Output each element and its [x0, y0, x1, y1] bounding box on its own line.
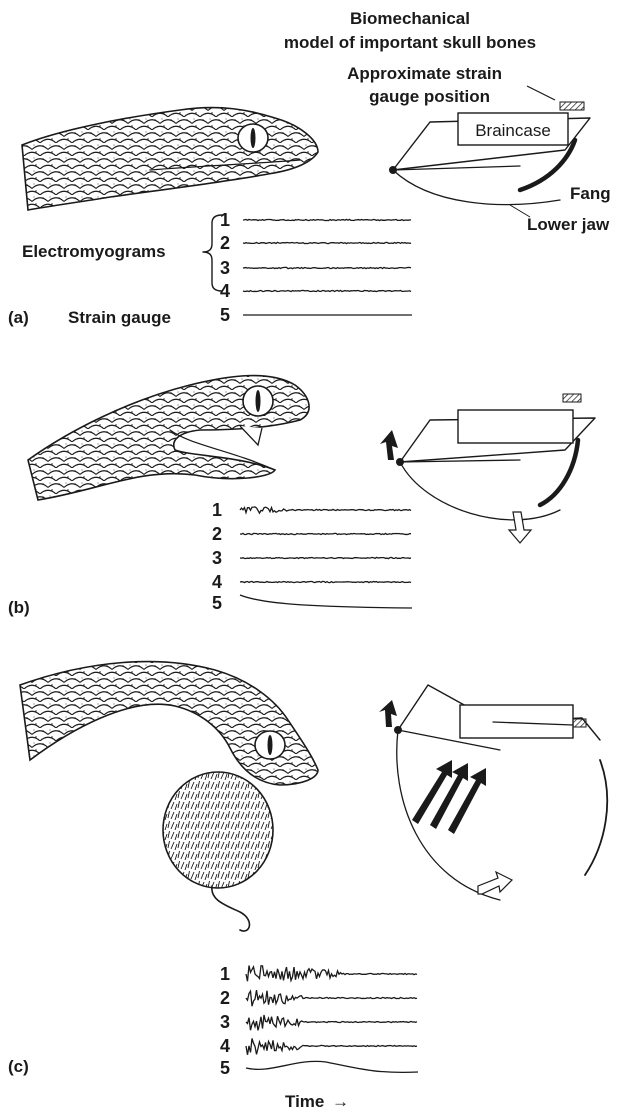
trace-number-4: 4 [212, 572, 222, 592]
gauge-leader-line [527, 86, 555, 100]
snake-head-b [28, 376, 309, 500]
skull-model-a: Braincase [389, 113, 590, 205]
lower-jaw-a [393, 170, 560, 205]
time-label: Time [285, 1092, 324, 1111]
trace-number-1: 1 [220, 964, 230, 984]
gauge-label-line2: gauge position [369, 87, 490, 106]
trace-number-1: 1 [220, 210, 230, 230]
trace-line-1 [246, 966, 417, 982]
lower-jaw-label: Lower jaw [527, 215, 610, 234]
model-title-line2: model of important skull bones [284, 33, 536, 52]
joint-a [389, 166, 397, 174]
trace-number-2: 2 [212, 524, 222, 544]
electromyograms-label: Electromyograms [22, 242, 166, 261]
muscle-arrow-c1 [379, 700, 397, 727]
muscle-arrow-c2 [412, 760, 452, 824]
gauge-label-line1: Approximate strain [347, 64, 502, 83]
panel-b: (b) 1 2 3 45 [8, 376, 595, 617]
snake-head-c [20, 662, 318, 785]
braincase-label: Braincase [475, 121, 551, 140]
trace-number-3: 3 [220, 1012, 230, 1032]
strain-gauge-b [563, 394, 581, 402]
snake-head-a [22, 108, 318, 210]
trace-line-3 [240, 557, 411, 558]
trace-line-5 [240, 595, 412, 608]
traces-c: 1 2 3 45 [220, 964, 418, 1078]
trace-line-3 [246, 1015, 417, 1030]
traces-b: 1 2 3 45 [212, 500, 412, 613]
jaw-close-arrow-c [478, 872, 512, 894]
fang-label: Fang [570, 184, 611, 203]
lower-jaw-c [397, 730, 500, 900]
panel-c: (c) 1 2 3 45 Time → [8, 662, 607, 1111]
trace-line-5 [246, 1061, 418, 1072]
trace-line-4 [243, 290, 411, 291]
trace-number-5: 5 [212, 593, 222, 613]
trace-number-3: 3 [212, 548, 222, 568]
panel-label-c: (c) [8, 1057, 29, 1076]
panel-a: Biomechanical model of important skull b… [8, 9, 611, 327]
mouse-tail [212, 886, 250, 931]
trace-number-4: 4 [220, 1036, 230, 1056]
strain-gauge-a [560, 102, 584, 110]
time-arrow: → [332, 1092, 349, 1111]
trace-number-1: 1 [212, 500, 222, 520]
trace-line-2 [240, 533, 411, 534]
jaw-open-arrow-b [509, 512, 531, 543]
trace-number-4: 4 [220, 281, 230, 301]
trace-line-2 [246, 990, 417, 1006]
trace-line-3 [243, 267, 411, 268]
trace-number-3: 3 [220, 258, 230, 278]
trace-line-4 [240, 581, 411, 582]
trace-number-2: 2 [220, 233, 230, 253]
trace-number-2: 2 [220, 988, 230, 1008]
skull-model-b [380, 410, 595, 543]
panel-label-b: (b) [8, 598, 30, 617]
strain-gauge-label: Strain gauge [68, 308, 171, 327]
prey-mouse [163, 772, 273, 931]
muscle-arrow-b [380, 430, 398, 460]
trace-number-5: 5 [220, 305, 230, 325]
trace-line-4 [246, 1038, 417, 1054]
traces-a: 1 2 3 4 5 [220, 210, 412, 325]
model-title-line1: Biomechanical [350, 9, 470, 28]
trace-line-1 [243, 219, 411, 220]
trace-line-1 [240, 507, 411, 513]
skull-model-c [379, 685, 607, 900]
fang-c [585, 760, 607, 875]
trace-line-2 [243, 242, 411, 243]
trace-number-5: 5 [220, 1058, 230, 1078]
panel-label-a: (a) [8, 308, 29, 327]
